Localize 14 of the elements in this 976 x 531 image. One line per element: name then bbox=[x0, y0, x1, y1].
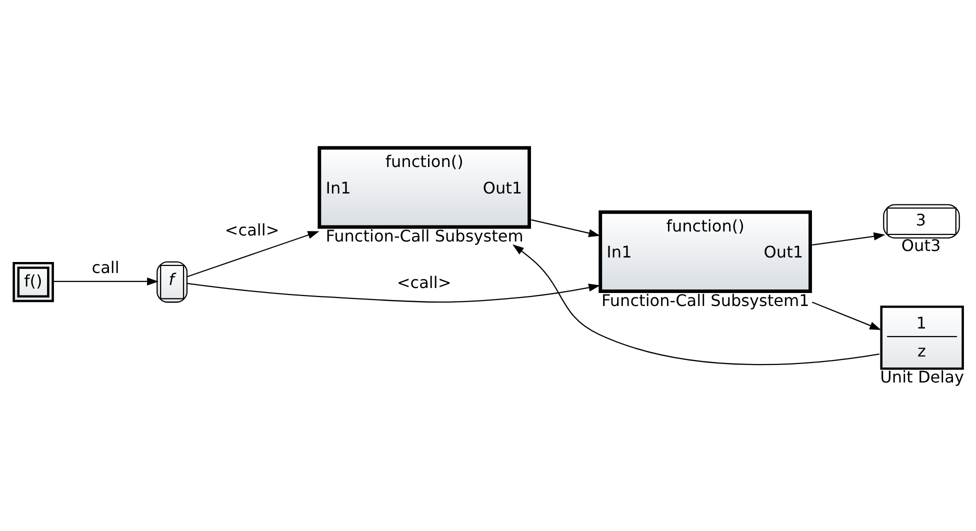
edge-label: <call> bbox=[396, 272, 452, 292]
arrow bbox=[512, 244, 880, 365]
node-label: Function-Call Subsystem bbox=[326, 226, 524, 246]
arrow bbox=[186, 230, 320, 277]
arrow bbox=[187, 282, 600, 302]
edge-label: <call> bbox=[224, 220, 280, 239]
arrow bbox=[531, 218, 600, 237]
edge-label: call bbox=[92, 258, 120, 277]
node-label: Out3 bbox=[901, 235, 941, 254]
node-label: Unit Delay bbox=[880, 367, 964, 386]
arrow bbox=[812, 301, 882, 330]
arrow bbox=[54, 276, 159, 285]
node-label: Function-Call Subsystem1 bbox=[602, 290, 810, 310]
arrow bbox=[812, 232, 886, 246]
